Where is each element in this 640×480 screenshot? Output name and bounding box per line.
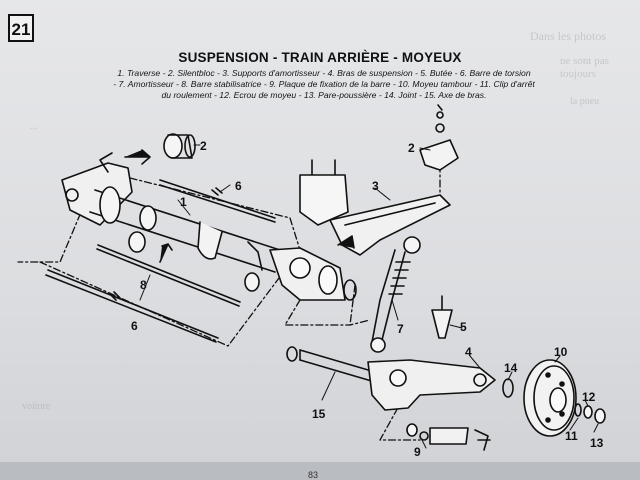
page-number-box: 21 [8,14,34,42]
callout-8: 8 [140,278,147,292]
assembly-frame-lines [17,149,441,441]
part-shock-support [299,159,451,256]
part-shock-absorber [370,236,421,353]
callout-5: 5 [460,320,467,334]
page-title: SUSPENSION - TRAIN ARRIÈRE - MOYEUX [178,50,462,65]
part-fixing-plate [406,423,491,451]
callout-13: 13 [590,436,604,450]
part-bearing-clip [574,403,582,417]
part-hub-drum [523,359,577,437]
callout-2-left: 2 [200,139,207,153]
callout-12: 12 [582,390,596,404]
callout-3: 3 [372,179,379,193]
part-traverse [61,162,357,301]
parts-legend: 1. Traverse - 2. Silentbloc - 3. Support… [104,68,544,101]
callout-7: 7 [397,322,404,336]
callout-6-upper: 6 [235,179,242,193]
part-dust-cap [594,408,606,424]
callout-6-lower: 6 [131,319,138,333]
part-hub-nut [583,405,593,419]
callout-4: 4 [465,345,472,359]
callout-labels: 1 2 2 3 4 5 6 6 7 8 9 10 11 12 13 14 15 [131,139,604,459]
leader-lines [139,144,599,449]
part-bump-stop [431,295,453,339]
part-seal [502,378,514,398]
callout-2-right: 2 [408,141,415,155]
callout-9: 9 [414,445,421,459]
bleed-text-right-1: Dans les photos [530,29,606,43]
legend-line-2: - 7. Amortisseur - 8. Barre stabilisatri… [113,79,535,89]
bleed-text-right-3: la pneu [570,96,600,107]
callout-10: 10 [554,345,568,359]
legend-line-1: 1. Traverse - 2. Silentbloc - 3. Support… [117,68,531,78]
part-silentbloc-right [419,104,459,171]
part-suspension-arm [367,359,496,411]
callout-14: 14 [504,361,518,375]
part-torsion-bar-upper [159,179,276,223]
callout-15: 15 [312,407,326,421]
callout-11: 11 [565,429,578,443]
bleed-text-left-2: voiture [22,401,51,412]
bleed-text-left-1: ... [30,121,38,132]
bleed-text-right-2: ne sont pas toujours [560,55,609,80]
footer-page-number: 83 [308,470,319,480]
bottom-shadow-strip [0,462,640,480]
part-torsion-bar-lower [45,269,219,343]
part-silentbloc-left [99,133,196,173]
part-arm-axle [286,346,376,383]
part-stabilizer-bar [96,231,260,307]
legend-line-3: du roulement - 12. Ecrou de moyeu - 13. … [161,90,487,100]
callout-1: 1 [180,195,187,209]
